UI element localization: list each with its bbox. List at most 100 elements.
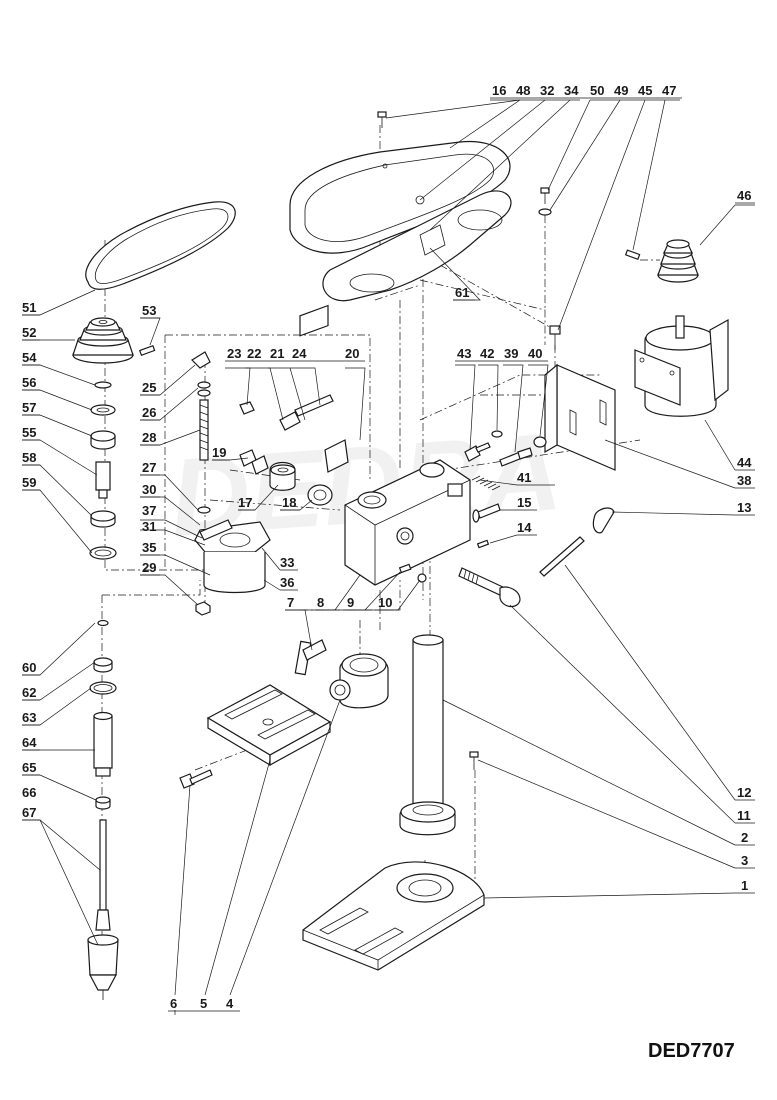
label-7: 7: [287, 595, 294, 610]
model-number: DED7707: [648, 1040, 735, 1062]
label-46: 46: [737, 188, 751, 203]
label-6: 6: [170, 996, 177, 1011]
feed-shaft-parts: [239, 304, 349, 473]
label-28: 28: [142, 430, 156, 445]
bolt-45: [549, 325, 561, 350]
label-22: 22: [247, 346, 261, 361]
label-34: 34: [564, 83, 579, 98]
base: [302, 861, 485, 971]
label-42: 42: [480, 346, 494, 361]
label-59: 59: [22, 475, 36, 490]
key-53: [138, 344, 156, 356]
label-66: 66: [22, 785, 36, 800]
label-18: 18: [282, 495, 296, 510]
label-36: 36: [280, 575, 294, 590]
label-32: 32: [540, 83, 554, 98]
pinion-shaft: [458, 567, 521, 608]
label-26: 26: [142, 405, 156, 420]
label-20: 20: [345, 346, 359, 361]
quill-stack: [87, 619, 119, 1000]
label-56: 56: [22, 375, 36, 390]
label-4: 4: [226, 996, 234, 1011]
label-24: 24: [292, 346, 307, 361]
screw-50: [538, 187, 552, 216]
label-40: 40: [528, 346, 542, 361]
label-39: 39: [504, 346, 518, 361]
motor-bracket: [544, 363, 616, 471]
column-collar: [329, 653, 389, 709]
part-labels: 16 48 32 34 50 49 45 47 46 51 52 53 54 5…: [22, 83, 752, 1011]
label-27: 27: [142, 460, 156, 475]
label-53: 53: [142, 303, 156, 318]
label-48: 48: [516, 83, 530, 98]
hub-parts: [239, 449, 333, 506]
label-2: 2: [741, 830, 748, 845]
label-12: 12: [737, 785, 751, 800]
label-54: 54: [22, 350, 37, 365]
label-61: 61: [455, 285, 469, 300]
label-38: 38: [737, 473, 751, 488]
label-9: 9: [347, 595, 354, 610]
ring-54: [94, 381, 112, 389]
key-47: [624, 249, 641, 261]
label-13: 13: [737, 500, 751, 515]
label-31: 31: [142, 519, 156, 534]
label-35: 35: [142, 540, 156, 555]
label-8: 8: [317, 595, 324, 610]
label-55: 55: [22, 425, 36, 440]
nut-29: [195, 601, 211, 616]
table-bolt: [179, 769, 213, 789]
label-14: 14: [517, 520, 532, 535]
label-65: 65: [22, 760, 36, 775]
label-30: 30: [142, 482, 156, 497]
label-41: 41: [517, 470, 531, 485]
feed-handle: [539, 507, 615, 577]
label-44: 44: [737, 455, 752, 470]
label-16: 16: [492, 83, 506, 98]
label-11: 11: [737, 808, 751, 823]
label-52: 52: [22, 325, 36, 340]
bracket-hardware: [464, 430, 547, 491]
label-57: 57: [22, 400, 36, 415]
label-67: 67: [22, 805, 36, 820]
label-15: 15: [517, 495, 531, 510]
label-64: 64: [22, 735, 37, 750]
label-underlines: [22, 97, 755, 1012]
label-25: 25: [142, 380, 156, 395]
label-62: 62: [22, 685, 36, 700]
label-47: 47: [662, 83, 676, 98]
label-29: 29: [142, 560, 156, 575]
feed-lever: [294, 639, 327, 676]
motor: [634, 315, 729, 417]
label-49: 49: [614, 83, 628, 98]
label-60: 60: [22, 660, 36, 675]
label-63: 63: [22, 710, 36, 725]
pin-9: [398, 563, 412, 574]
worktable: [206, 684, 332, 767]
drive-belt: [85, 201, 236, 290]
label-50: 50: [590, 83, 604, 98]
label-1: 1: [741, 878, 748, 893]
label-51: 51: [22, 300, 36, 315]
label-10: 10: [378, 595, 392, 610]
leader-lines: [22, 99, 755, 1015]
pulley-cover: [289, 140, 511, 254]
label-5: 5: [200, 996, 207, 1011]
label-37: 37: [142, 503, 156, 518]
label-19: 19: [212, 445, 226, 460]
label-43: 43: [457, 346, 471, 361]
label-21: 21: [270, 346, 284, 361]
label-33: 33: [280, 555, 294, 570]
label-45: 45: [638, 83, 652, 98]
head-block: [344, 459, 471, 586]
screw-3: [469, 751, 479, 770]
label-17: 17: [238, 495, 252, 510]
pulley-52: [72, 317, 134, 364]
label-3: 3: [741, 853, 748, 868]
label-58: 58: [22, 450, 36, 465]
column: [399, 634, 456, 836]
screw-16: [377, 111, 387, 128]
label-23: 23: [227, 346, 241, 361]
motor-pulley: [657, 239, 699, 283]
